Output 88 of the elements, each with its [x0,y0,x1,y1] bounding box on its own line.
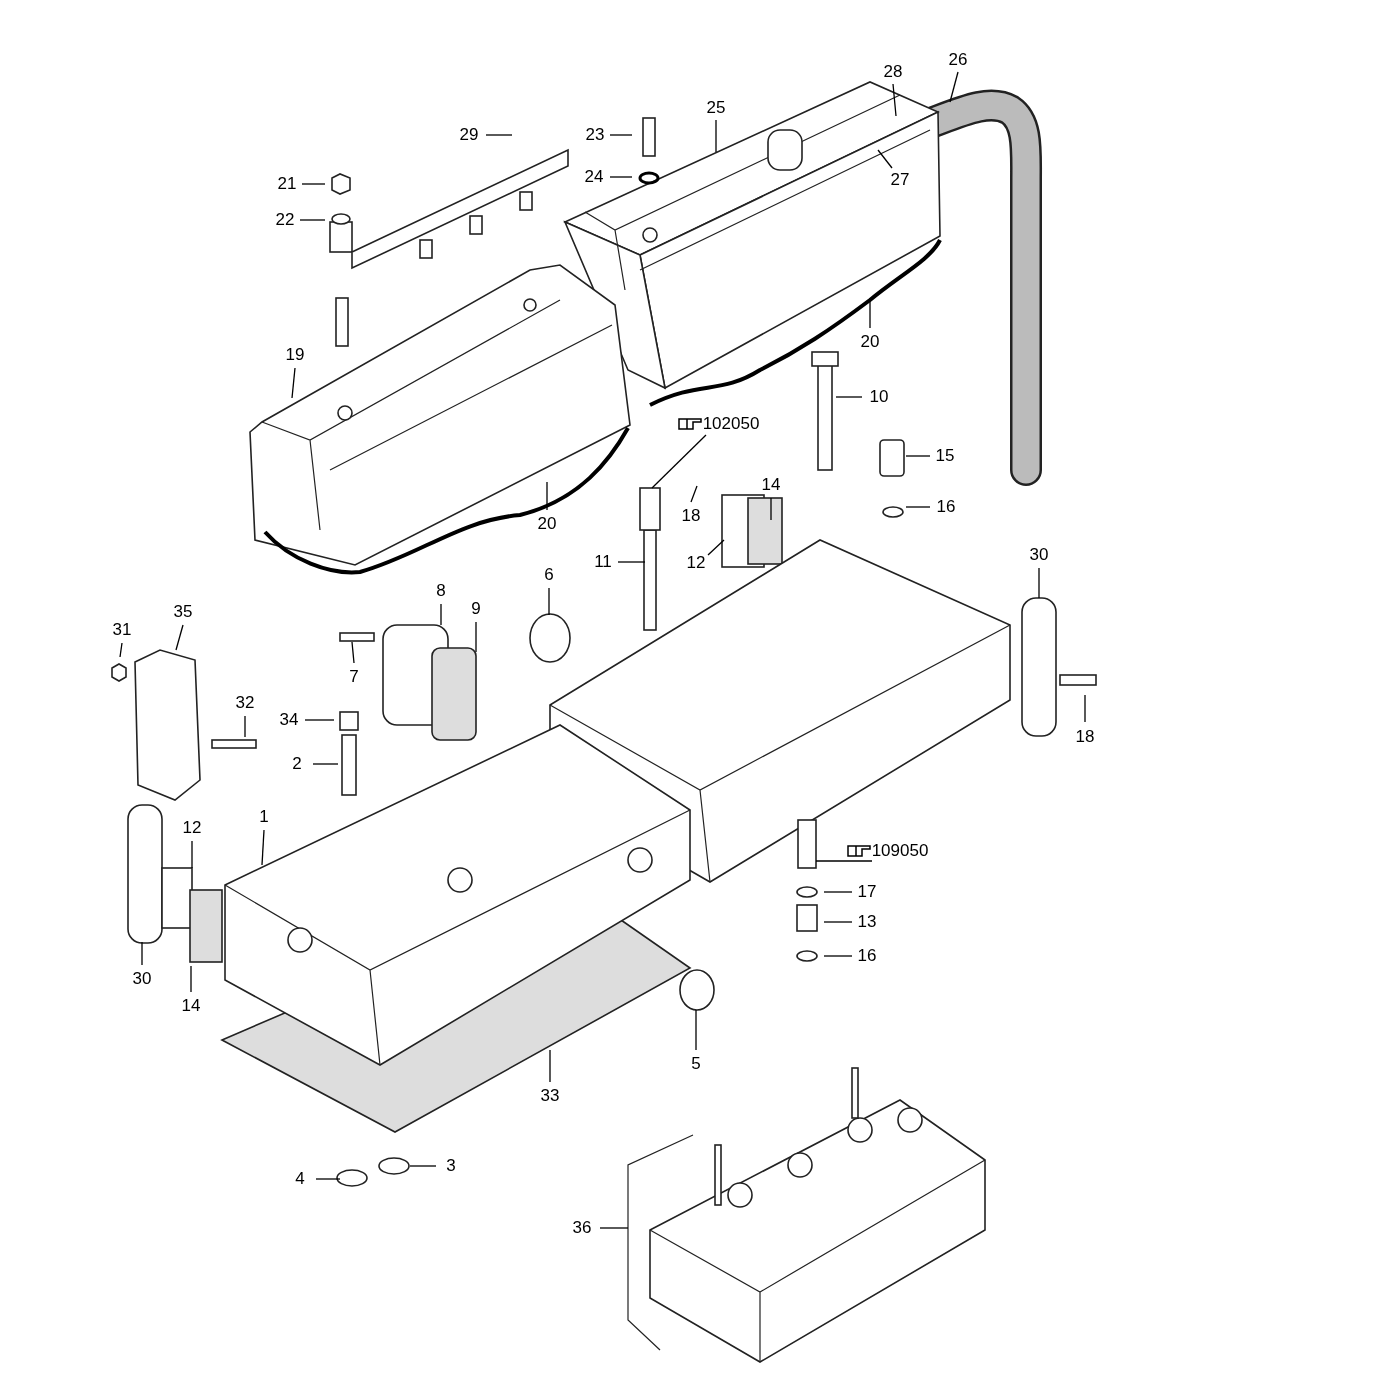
leader-line [548,587,550,616]
leader-line [715,119,717,153]
callout-number: 27 [890,170,910,190]
leader-line [261,829,265,866]
callout-number: 16 [857,946,877,966]
leader-line [609,134,633,136]
callout-number: 12 [686,553,706,573]
callout-number: 30 [132,969,152,989]
callout-number: 35 [173,602,193,622]
callout-number: 8 [436,581,446,601]
callout-number: 18 [1075,727,1095,747]
callout-number: 4 [295,1169,305,1189]
leader-line [291,367,296,399]
callout-number: 22 [275,210,295,230]
callout-number: 10 [869,387,889,407]
callout-number: 16 [936,497,956,517]
callout-number: 7 [349,667,359,687]
leader-line [485,134,513,136]
leader-line [141,941,143,966]
leader-line [599,1227,629,1229]
callout-number: 14 [761,475,781,495]
leader-line [905,455,931,457]
leader-line [475,621,477,653]
leader-line [440,603,442,626]
leader-line [1038,567,1040,599]
leader-line [892,83,897,117]
leader-line [351,641,355,664]
leader-line [244,715,246,738]
callout-number: 30 [1029,545,1049,565]
leader-line [119,642,123,658]
leader-line [1084,694,1086,723]
leader-line [707,539,725,556]
leader-line [651,434,707,489]
leader-line [823,891,853,893]
callout-number: 12 [182,818,202,838]
leader-line [299,219,326,221]
leader-line [905,506,931,508]
callout-number: 2 [292,754,302,774]
leader-line [869,297,871,329]
callout-number: 23 [585,125,605,145]
callout-number: 1 [259,807,269,827]
leader-line [301,183,326,185]
callout-number: 6 [544,565,554,585]
callout-number: 32 [235,693,255,713]
leader-line [315,1178,341,1180]
leader-line [770,497,772,521]
callout-number: 5 [691,1054,701,1074]
leader-line [949,71,959,103]
callout-number: 24 [584,167,604,187]
callout-number: 17 [857,882,877,902]
callout-number: 20 [860,332,880,352]
callout-number: 31 [112,620,132,640]
callout-number: 14 [181,996,201,1016]
callout-number: 25 [706,98,726,118]
callout-number: 13 [857,912,877,932]
callout-number: 29 [459,125,479,145]
leader-line [546,481,548,511]
callout-number: 26 [948,50,968,70]
reference-number: 102050 [702,414,760,434]
callout-number: 18 [681,506,701,526]
callout-number: 3 [446,1156,456,1176]
callout-number: 19 [285,345,305,365]
callout-number: 36 [572,1218,592,1238]
callout-number: 34 [279,710,299,730]
leader-line [409,1165,437,1167]
callout-number: 9 [471,599,481,619]
leader-line [877,149,893,169]
leader-line [695,1009,697,1051]
leader-line [617,561,646,563]
leader-line [835,396,863,398]
leader-line [191,840,193,869]
leader-line [549,1049,551,1083]
leader-line [823,921,853,923]
callout-number: 11 [594,552,612,572]
callout-number: 28 [883,62,903,82]
leader-line [823,955,853,957]
leader-line [175,624,184,651]
reference-number: 109050 [871,841,929,861]
callout-number: 21 [277,174,297,194]
leader-line [609,176,633,178]
callout-number: 20 [537,514,557,534]
leader-line [304,719,335,721]
callout-number: 15 [935,446,955,466]
callout-number: 33 [540,1086,560,1106]
leader-line [312,763,339,765]
leader-line [815,860,873,862]
leader-line [690,485,698,503]
leader-line [190,965,192,993]
